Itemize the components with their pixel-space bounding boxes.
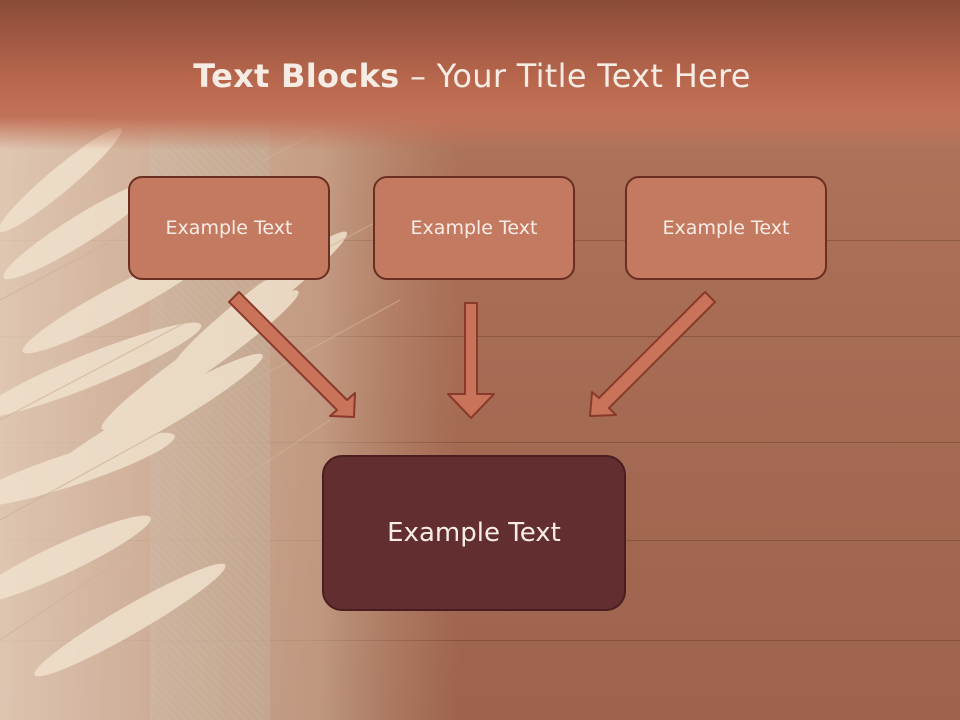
text-block-right-label: Example Text xyxy=(662,217,790,239)
result-block-label: Example Text xyxy=(387,518,561,548)
title-rest: Your Title Text Here xyxy=(436,57,751,95)
page-title: Text Blocks – Your Title Text Here xyxy=(0,52,944,100)
arrow-middle[interactable] xyxy=(447,302,495,419)
title-separator: – xyxy=(399,57,437,95)
result-block[interactable]: Example Text xyxy=(322,455,626,611)
text-block-right[interactable]: Example Text xyxy=(625,176,827,280)
wood-plank-line xyxy=(0,336,960,337)
text-block-middle[interactable]: Example Text xyxy=(373,176,575,280)
title-bold: Text Blocks xyxy=(193,57,400,95)
arrow-left[interactable] xyxy=(228,291,356,418)
text-block-middle-label: Example Text xyxy=(410,217,538,239)
header-band xyxy=(0,0,960,150)
text-block-left[interactable]: Example Text xyxy=(128,176,330,280)
arrow-right[interactable] xyxy=(589,291,716,417)
wood-plank-line xyxy=(0,442,960,443)
wood-plank-line xyxy=(0,640,960,641)
text-block-left-label: Example Text xyxy=(165,217,293,239)
